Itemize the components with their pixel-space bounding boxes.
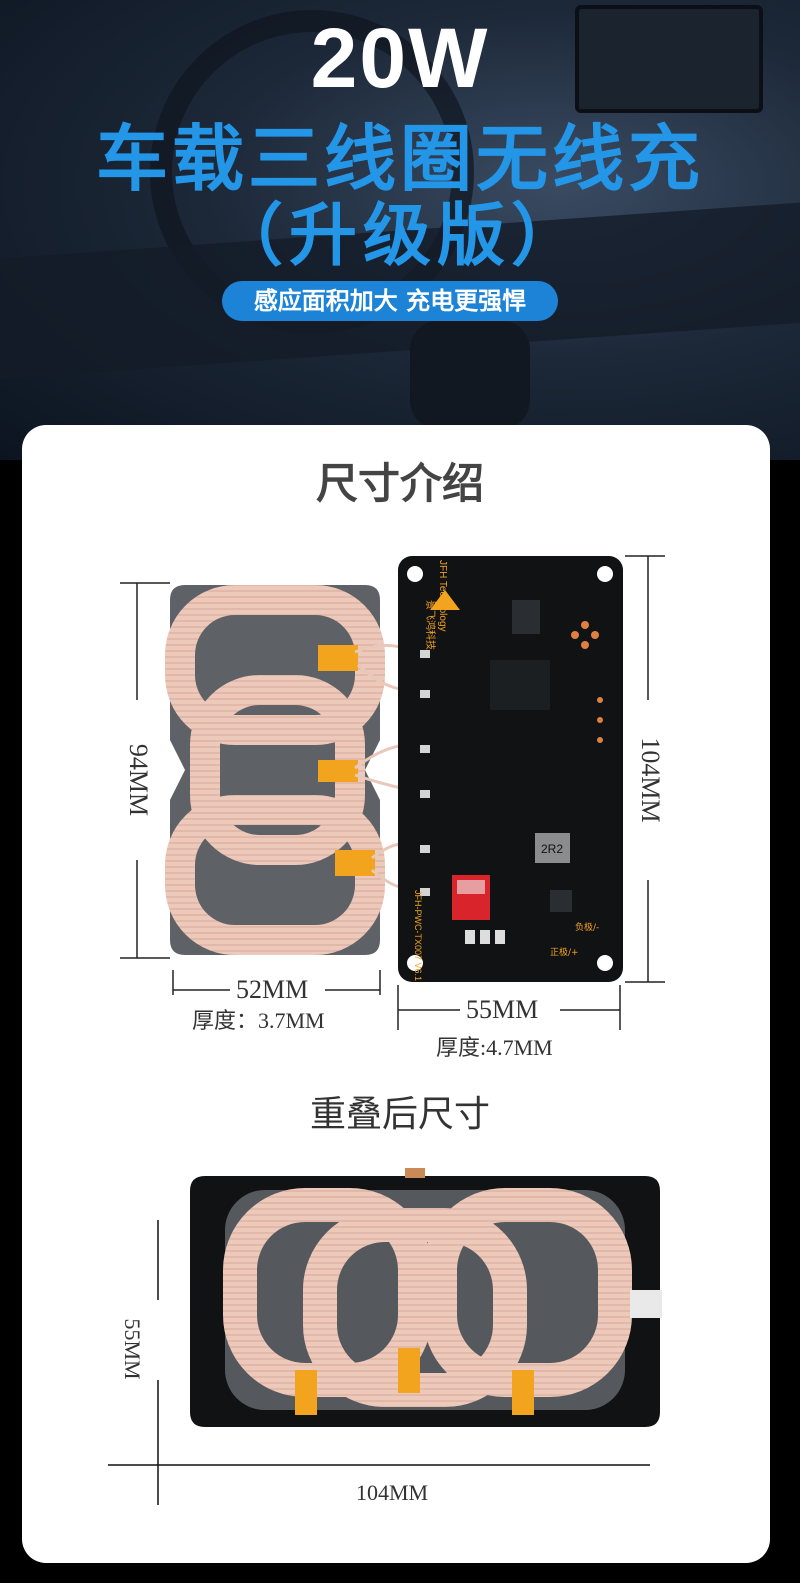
car-display-screen bbox=[575, 5, 763, 113]
hero-title-sub: （升级版） bbox=[214, 197, 585, 276]
inductor bbox=[535, 833, 570, 863]
svg-text:负极/-: 负极/- bbox=[575, 921, 599, 933]
svg-text:JFH-PWC-TX007 V6.1: JFH-PWC-TX007 V6.1 bbox=[413, 890, 423, 981]
overlap-width-label: 104MM bbox=[356, 1480, 429, 1505]
section-title-overlap: 重叠后尺寸 bbox=[309, 1094, 490, 1135]
board-width-label: 55MM bbox=[466, 995, 539, 1024]
svg-text:2R2: 2R2 bbox=[541, 842, 563, 856]
board-height-label: 104MM bbox=[636, 737, 665, 823]
hero-title-main: 车载三线圈无线充 bbox=[95, 117, 704, 201]
dimension-lines-top bbox=[120, 555, 665, 1030]
coil-width-label: 52MM bbox=[236, 975, 309, 1004]
coil-top bbox=[165, 585, 385, 745]
hero-tagline-badge: 感应面积加大 充电更强悍 bbox=[222, 281, 558, 321]
coil-assembly bbox=[165, 585, 411, 955]
board-thickness-label: 厚度:4.7MM bbox=[436, 1035, 553, 1060]
section-title-size: 尺寸介绍 bbox=[315, 459, 484, 508]
hero-title-power: 20W bbox=[310, 11, 490, 105]
overlap-assembly bbox=[190, 1168, 662, 1427]
gear-lever-shape bbox=[410, 320, 530, 430]
svg-text:正极/+: 正极/+ bbox=[550, 946, 579, 958]
dimension-lines-bottom bbox=[108, 1220, 650, 1505]
hero-banner bbox=[0, 0, 800, 460]
svg-text:JFH Technology: JFH Technology bbox=[437, 560, 448, 632]
coil-thickness-label: 厚度：3.7MM bbox=[192, 1008, 325, 1033]
overlap-height-label: 55MM bbox=[120, 1318, 145, 1380]
coil-height-label: 94MM bbox=[124, 743, 153, 817]
pcb-board: 2R2 JFH Technology 景飞鸿科技 JFH-PWC-TX007 V… bbox=[398, 556, 623, 982]
svg-text:景飞鸿科技: 景飞鸿科技 bbox=[424, 600, 437, 650]
